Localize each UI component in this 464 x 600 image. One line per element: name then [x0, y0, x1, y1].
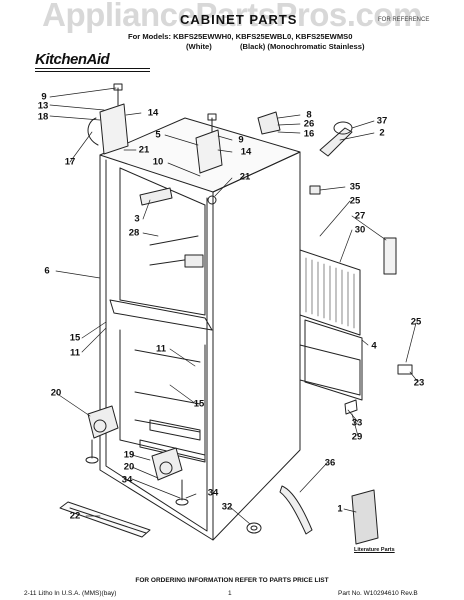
callout-37: 37 [376, 115, 388, 127]
toe-grille [59, 501, 151, 538]
top-hinge-center [195, 113, 223, 205]
round-cap [246, 522, 262, 534]
footer-litho: 2-11 Litho In U.S.A. (MMS)(bay) [24, 590, 117, 597]
top-hinge-left [87, 83, 129, 155]
callout-11-center: 11 [155, 343, 167, 355]
callout-9-center: 9 [238, 134, 244, 146]
logo-rule [35, 68, 150, 69]
callout-11-left: 11 [69, 347, 81, 359]
callout-33: 33 [351, 417, 363, 429]
for-reference-label: FOR REFERENCE [378, 17, 430, 23]
callout-13: 13 [37, 100, 49, 112]
door-stop-bracket [279, 485, 313, 535]
callout-21-center: 21 [239, 171, 251, 183]
callout-34-left: 34 [121, 474, 133, 486]
callout-4: 4 [371, 340, 377, 352]
front-roller-right [151, 447, 189, 506]
callout-18: 18 [37, 111, 49, 123]
logo-rule-lower [35, 71, 150, 72]
callout-28: 28 [128, 227, 140, 239]
callout-15-left: 15 [69, 332, 81, 344]
models-line: For Models: KBFS25EWWH0, KBFS25EWBL0, KB… [128, 32, 353, 41]
callout-27: 27 [354, 210, 366, 222]
literature-parts-label: Literature Parts [354, 547, 395, 553]
kitchenaid-logo: KitchenAid [35, 51, 110, 68]
callout-32: 32 [221, 501, 233, 513]
callout-35: 35 [349, 181, 361, 193]
callout-15-center: 15 [193, 398, 205, 410]
callout-26: 26 [303, 118, 315, 130]
callout-20-center: 20 [123, 461, 135, 473]
ordering-note: FOR ORDERING INFORMATION REFER TO PARTS … [135, 577, 329, 584]
grille-panel [299, 185, 397, 336]
callout-8: 8 [306, 109, 312, 121]
callout-17: 17 [64, 156, 76, 168]
color-white-label: (White) [186, 42, 212, 51]
watermark: AppliancePartsPros.com [42, 0, 422, 33]
callout-leaders [49, 87, 419, 525]
callout-5: 5 [155, 129, 161, 141]
side-panel [299, 319, 413, 415]
front-roller-left [85, 405, 119, 464]
callout-2: 2 [379, 127, 385, 139]
callout-1: 1 [337, 503, 343, 515]
color-black-label: (Black) (Monochromatic Stainless) [240, 42, 365, 51]
callout-9-top-left: 9 [41, 91, 47, 103]
callout-22: 22 [69, 510, 81, 522]
callout-30: 30 [354, 224, 366, 236]
callout-19: 19 [123, 449, 135, 461]
literature-parts-book [351, 489, 379, 545]
callout-23: 23 [413, 377, 425, 389]
footer-part-number: Part No. W10294610 Rev.B [338, 590, 418, 597]
callout-25-right: 25 [410, 316, 422, 328]
callout-20-left: 20 [50, 387, 62, 399]
callout-29: 29 [351, 431, 363, 443]
callout-6: 6 [44, 265, 50, 277]
callout-16: 16 [303, 128, 315, 140]
callout-10: 10 [152, 156, 164, 168]
diagram-title: CABINET PARTS [180, 12, 298, 27]
callout-14-left: 14 [147, 107, 159, 119]
callout-21-left: 21 [138, 144, 150, 156]
callout-25-top: 25 [349, 195, 361, 207]
callout-36: 36 [324, 457, 336, 469]
footer-page-number: 1 [228, 590, 232, 597]
callout-14-center: 14 [240, 146, 252, 158]
callout-3: 3 [134, 213, 140, 225]
callout-34-center: 34 [207, 487, 219, 499]
